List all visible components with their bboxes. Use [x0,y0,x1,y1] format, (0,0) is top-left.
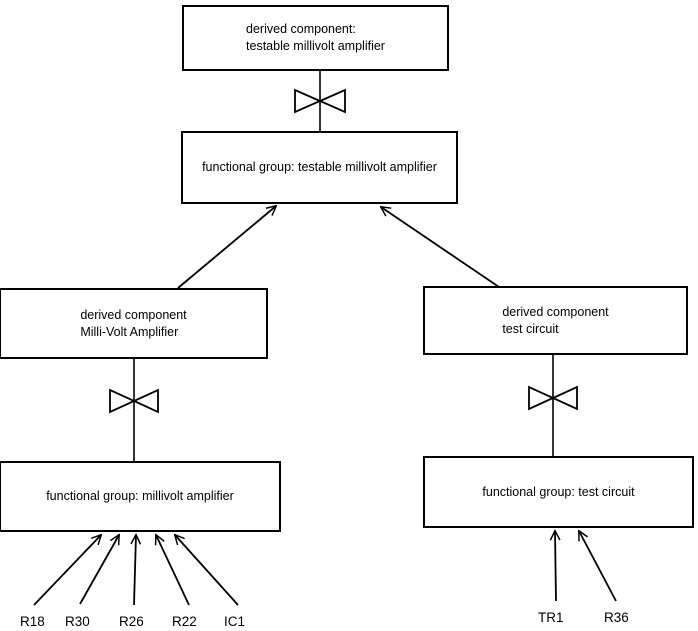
leaf-label-r26: R26 [119,614,144,629]
connector-bowtie-right [528,355,578,456]
leaf-label-r30: R30 [65,614,90,629]
connector-arrow-tr1 [555,531,556,602]
node-derived-component-test-circuit[interactable]: derived component test circuit [423,286,688,355]
connector-arrow-mv-to-fg [177,206,276,289]
connector-arrow-r18 [33,535,101,606]
connector-bowtie-left [109,359,159,461]
node-label: functional group: testable millivolt amp… [202,160,437,174]
connector-arrow-ic1 [175,535,239,606]
connector-arrow-tc-to-fg [381,207,500,288]
node-derived-component-milli-volt-amplifier[interactable]: derived component Milli-Volt Amplifier [0,288,268,359]
node-label: derived component: testable millivolt am… [246,22,385,53]
connector-arrow-r30 [79,535,119,605]
leaf-label-tr1: TR1 [538,610,564,625]
node-functional-group-millivolt-amplifier[interactable]: functional group: millivolt amplifier [0,461,281,532]
connector-arrow-r36 [579,531,617,602]
node-label: functional group: test circuit [482,484,635,499]
leaf-label-ic1: IC1 [224,614,246,629]
connector-arrow-r22 [156,535,190,606]
node-functional-group-testable-millivolt-amplifier[interactable]: functional group: testable millivolt amp… [181,131,458,204]
leaf-label-r36: R36 [604,610,629,625]
leaf-label-r18: R18 [20,614,45,629]
node-label: derived component Milli-Volt Amplifier [80,307,187,339]
node-label: functional group: millivolt amplifier [46,489,234,503]
connector-bowtie-top [294,71,346,131]
node-functional-group-test-circuit[interactable]: functional group: test circuit [423,456,694,528]
node-derived-component-testable-millivolt-amplifier[interactable]: derived component: testable millivolt am… [182,5,449,71]
leaf-label-r22: R22 [172,614,197,629]
connector-arrow-r26 [134,535,136,606]
node-label: derived component test circuit [502,304,609,336]
